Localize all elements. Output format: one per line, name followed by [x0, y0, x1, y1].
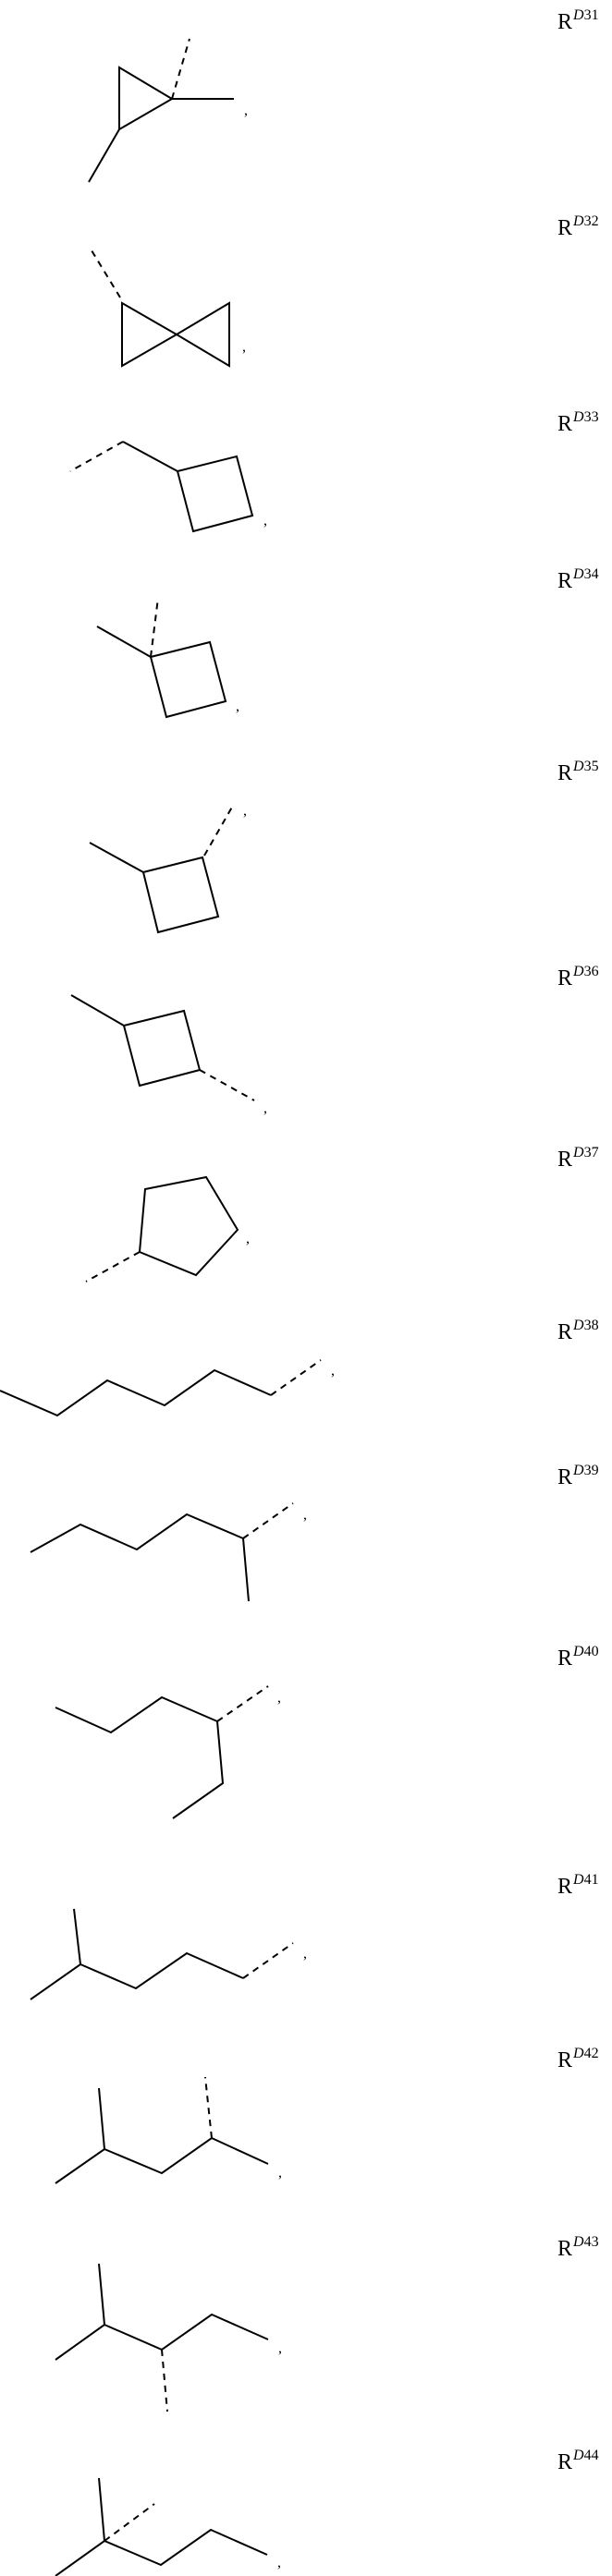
label-superscript: D34	[573, 566, 599, 582]
sup-number: 31	[583, 7, 599, 23]
label-base: R	[557, 2048, 573, 2072]
label-superscript: D43	[573, 2234, 599, 2250]
sup-number: 40	[583, 1644, 599, 1659]
sup-number: 35	[583, 759, 599, 774]
label-base: R	[557, 1646, 573, 1671]
comma-rd35: ,	[243, 803, 247, 819]
sup-number: 36	[583, 964, 599, 979]
comma-rd40: ,	[277, 1690, 281, 1706]
sup-letter: D	[573, 1145, 584, 1160]
label-superscript: D38	[573, 1318, 599, 1333]
comma-rd34: ,	[236, 699, 239, 714]
label-superscript: D32	[573, 213, 599, 229]
sup-number: 43	[583, 2234, 599, 2250]
comma-rd39: ,	[303, 1507, 307, 1523]
label-rd38: RD38	[557, 1318, 599, 1344]
sup-letter: D	[573, 1463, 584, 1478]
label-rd36: RD36	[557, 964, 599, 990]
sup-letter: D	[573, 1318, 584, 1333]
label-rd32: RD32	[557, 214, 599, 240]
label-base: R	[557, 10, 573, 34]
sup-number: 44	[583, 2448, 599, 2463]
label-base: R	[557, 966, 573, 990]
comma-rd36: ,	[263, 1100, 267, 1116]
sup-number: 42	[583, 2046, 599, 2061]
comma-rd44: ,	[277, 2555, 281, 2570]
sup-letter: D	[573, 1644, 584, 1659]
sup-number: 32	[583, 213, 599, 229]
sup-number: 37	[583, 1145, 599, 1160]
sup-letter: D	[573, 409, 584, 425]
label-base: R	[557, 2237, 573, 2261]
label-base: R	[557, 216, 573, 240]
structure-rd40	[55, 1685, 269, 1819]
comma-rd33: ,	[263, 513, 267, 529]
structure-rd33	[69, 441, 254, 533]
sup-letter: D	[573, 1872, 584, 1888]
label-superscript: D36	[573, 964, 599, 979]
label-rd43: RD43	[557, 2235, 599, 2261]
structure-rd39	[30, 1502, 294, 1602]
label-rd40: RD40	[557, 1644, 599, 1671]
sup-number: 41	[583, 1872, 599, 1888]
label-rd42: RD42	[557, 2046, 599, 2072]
label-superscript: D44	[573, 2448, 599, 2463]
label-rd37: RD37	[557, 1145, 599, 1172]
structure-rd43	[55, 2263, 269, 2412]
sup-number: 34	[583, 566, 599, 582]
label-base: R	[557, 412, 573, 436]
sup-letter: D	[573, 2046, 584, 2061]
label-rd44: RD44	[557, 2448, 599, 2474]
sup-number: 39	[583, 1463, 599, 1478]
structure-rd37	[85, 1175, 239, 1282]
label-base: R	[557, 1465, 573, 1489]
label-superscript: D41	[573, 1872, 599, 1888]
comma-rd38: ,	[331, 1363, 335, 1379]
label-rd35: RD35	[557, 759, 599, 785]
comma-rd42: ,	[278, 2165, 282, 2181]
label-superscript: D31	[573, 7, 599, 23]
sup-number: 38	[583, 1318, 599, 1333]
structure-rd36	[70, 994, 255, 1101]
label-base: R	[557, 2450, 573, 2474]
structure-rd32	[91, 249, 230, 368]
sup-letter: D	[573, 759, 584, 774]
label-superscript: D42	[573, 2046, 599, 2061]
comma-rd31: ,	[244, 103, 248, 118]
sup-number: 33	[583, 409, 599, 425]
sup-letter: D	[573, 2234, 584, 2250]
comma-rd43: ,	[278, 2340, 282, 2356]
structure-rd42	[55, 2076, 269, 2184]
label-superscript: D35	[573, 759, 599, 774]
label-superscript: D33	[573, 409, 599, 425]
comma-rd41: ,	[303, 1946, 307, 1962]
label-base: R	[557, 1320, 573, 1344]
label-base: R	[557, 1148, 573, 1172]
comma-rd32: ,	[242, 339, 246, 355]
sup-letter: D	[573, 566, 584, 582]
label-base: R	[557, 761, 573, 785]
structure-rd38	[0, 1359, 322, 1417]
label-base: R	[557, 1875, 573, 1899]
label-superscript: D37	[573, 1145, 599, 1160]
comma-rd37: ,	[246, 1231, 250, 1246]
label-superscript: D39	[573, 1463, 599, 1478]
label-superscript: D40	[573, 1644, 599, 1659]
label-rd33: RD33	[557, 410, 599, 436]
label-base: R	[557, 569, 573, 593]
structure-rd44	[55, 2477, 268, 2576]
sup-letter: D	[573, 2448, 584, 2463]
sup-letter: D	[573, 7, 584, 23]
label-rd41: RD41	[557, 1873, 599, 1899]
sup-letter: D	[573, 964, 584, 979]
structure-rd34	[96, 597, 227, 719]
sup-letter: D	[573, 213, 584, 229]
structure-rd41	[30, 1908, 294, 2000]
label-rd39: RD39	[557, 1463, 599, 1489]
structure-rd35	[89, 803, 235, 934]
label-rd31: RD31	[557, 8, 599, 34]
label-rd34: RD34	[557, 567, 599, 593]
structure-rd31	[88, 38, 234, 183]
